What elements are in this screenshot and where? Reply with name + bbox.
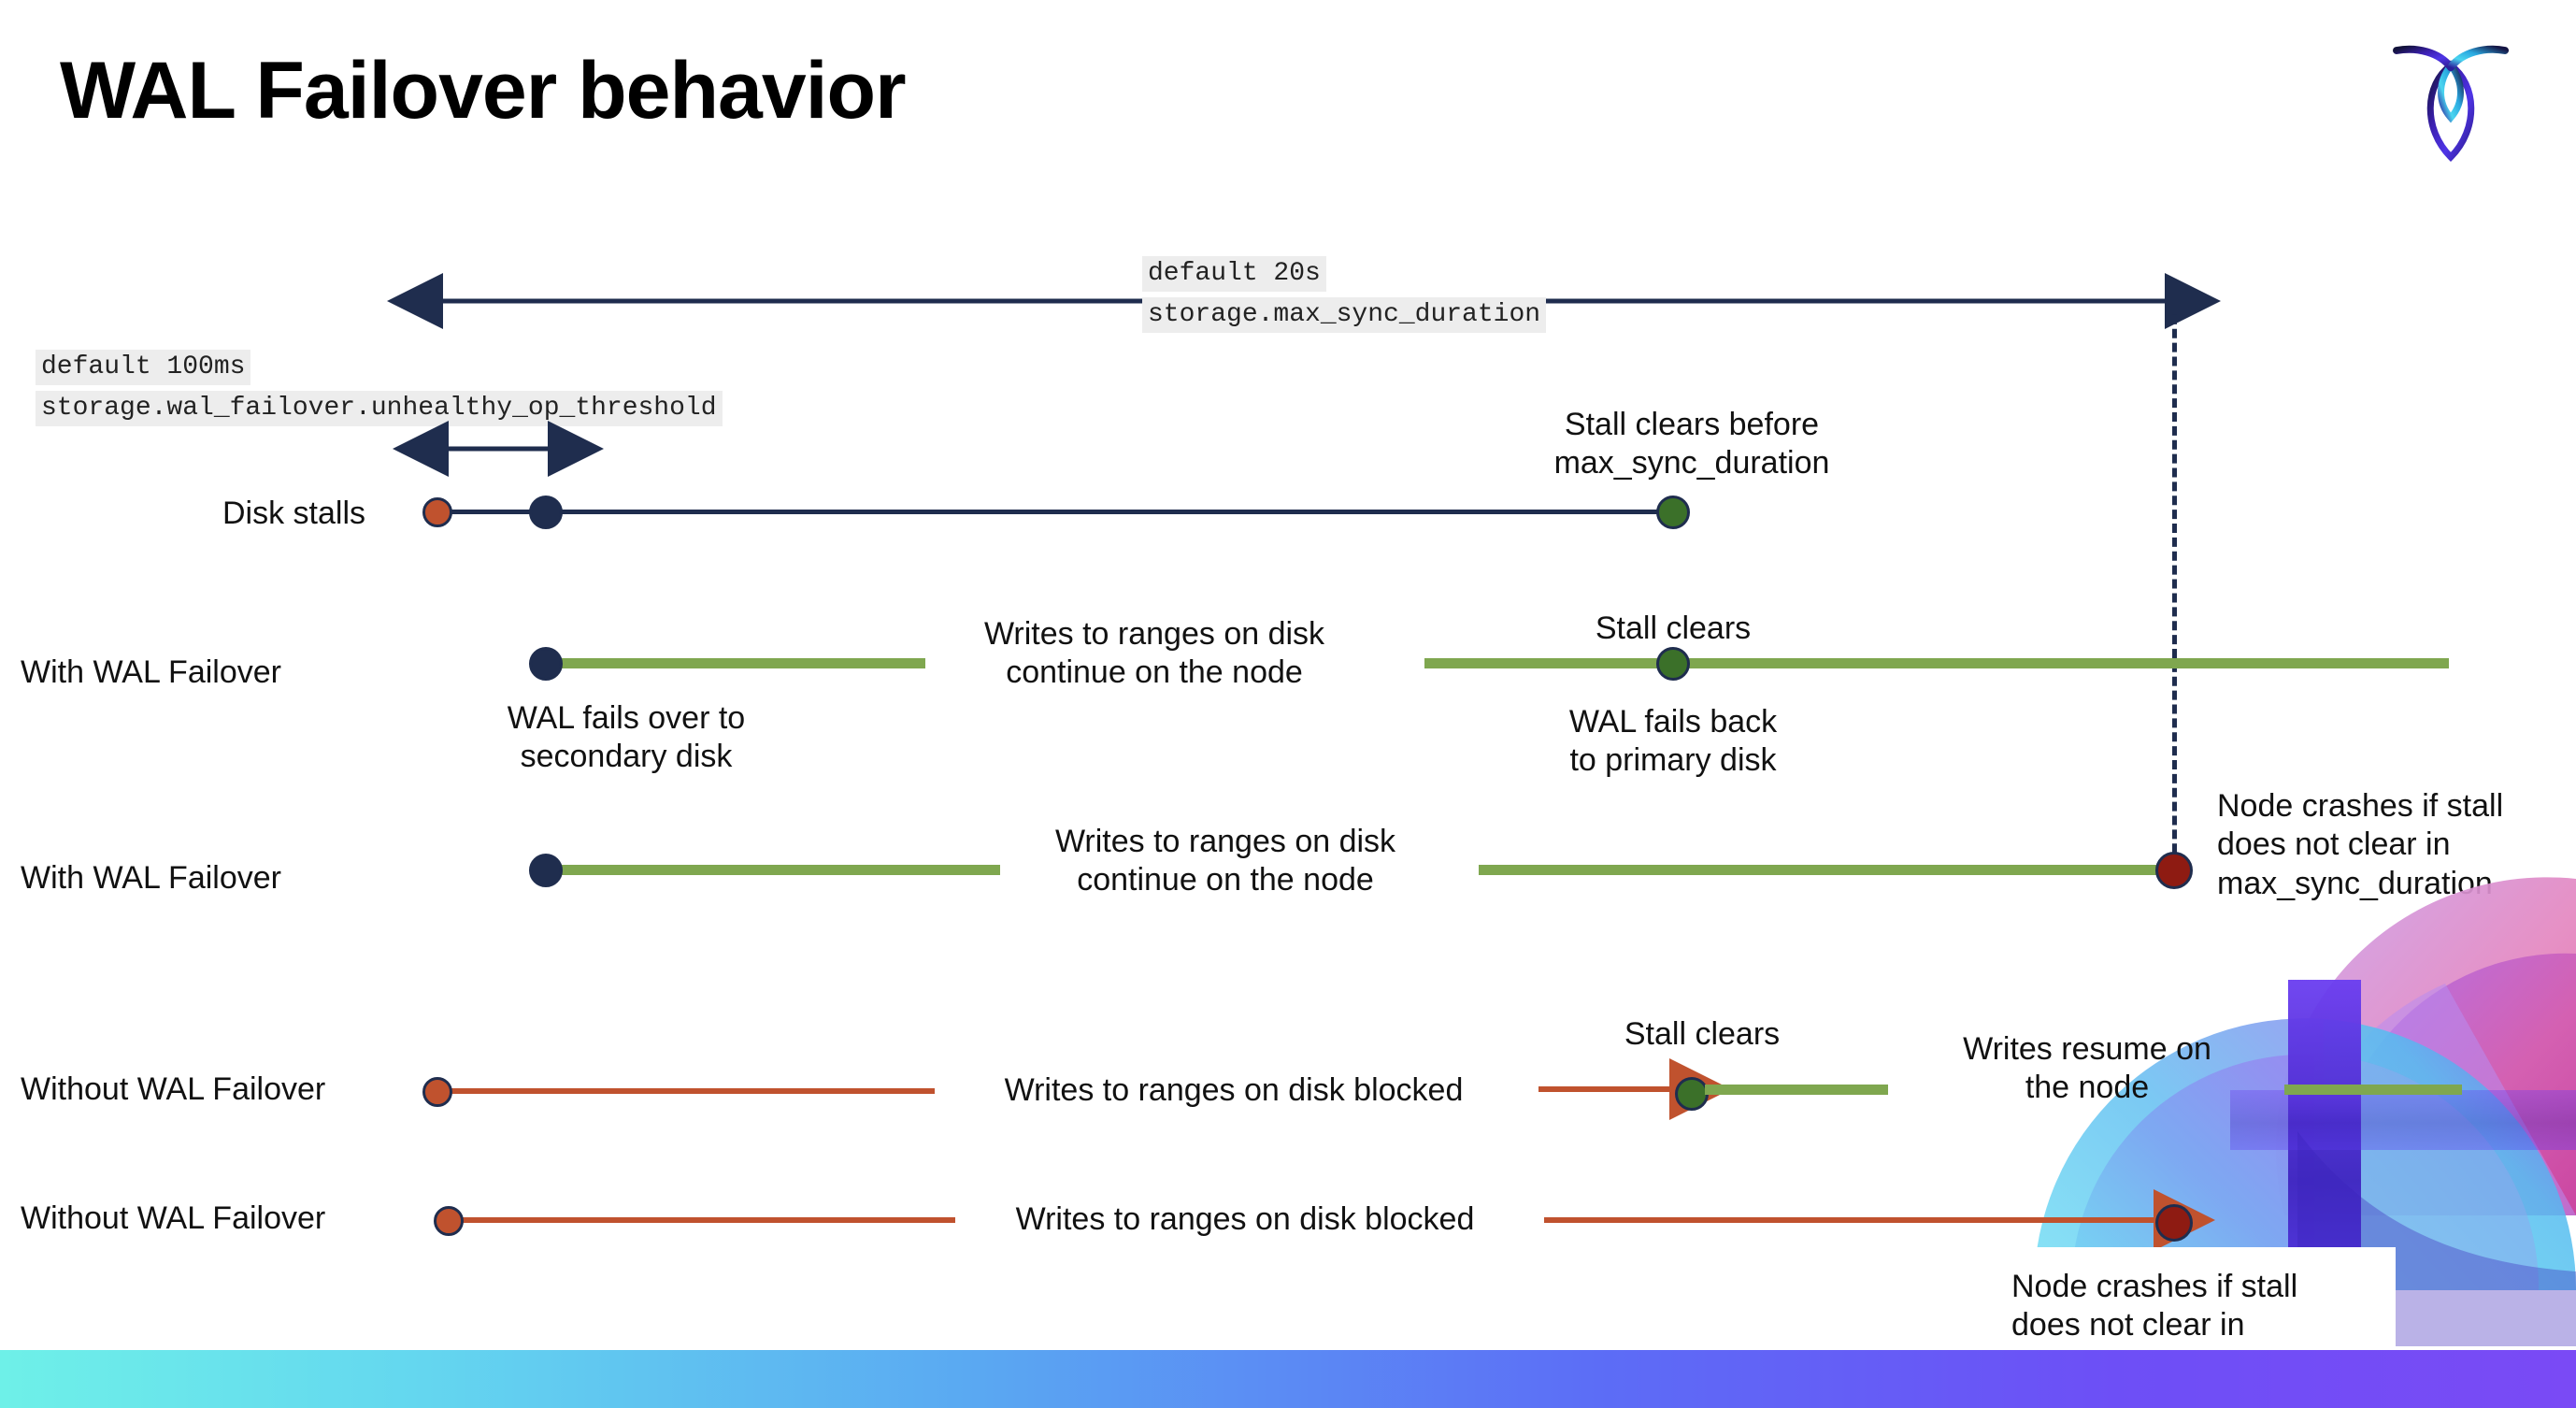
note-stall-clears-a: Stall clears — [1595, 611, 1752, 646]
blocked-arrow-a — [1538, 1058, 1731, 1120]
stall-cleared-marker[interactable] — [1656, 647, 1690, 681]
note-writes-continue-b: Writes to ranges on disk continue on the… — [1006, 823, 1445, 900]
node-crash-marker[interactable] — [2155, 852, 2193, 889]
row-label-without-wal-failover-recovers: Without WAL Failover — [21, 1071, 326, 1107]
unhealthy-op-threshold-span-arrow — [393, 421, 604, 477]
note-line: to primary disk — [1569, 742, 1777, 779]
note-wal-fails-back: WAL fails back to primary disk — [1524, 703, 1823, 781]
note-line: secondary disk — [520, 739, 733, 775]
note-line: Writes to ranges on disk — [1054, 824, 1396, 859]
blocked-line-b — [460, 1217, 955, 1223]
cockroachdb-logo — [2385, 26, 2516, 163]
note-line: max_sync_duration — [1553, 445, 1830, 481]
note-node-crashes-a: Node crashes if stall does not clear in … — [2217, 787, 2572, 903]
page-title: WAL Failover behavior — [60, 46, 907, 136]
node-crash-marker[interactable] — [2155, 1204, 2193, 1242]
note-line: WAL fails over to — [507, 700, 746, 736]
note-writes-blocked-b: Writes to ranges on disk blocked — [1015, 1201, 1475, 1237]
blocked-line-a — [449, 1088, 935, 1094]
stall-start-marker[interactable] — [434, 1206, 464, 1236]
chip-unhealthy-op-setting: storage.wal_failover.unhealthy_op_thresh… — [36, 391, 723, 427]
note-wal-fails-over: WAL fails over to secondary disk — [467, 699, 785, 777]
stall-start-marker[interactable] — [422, 1077, 452, 1107]
chip-unhealthy-op-default: default 100ms — [36, 350, 251, 386]
chip-max-sync-default: default 20s — [1142, 256, 1326, 293]
note-line: Node crashes if stall — [2217, 788, 2504, 824]
wal-failover-line-a — [551, 658, 925, 668]
stall-cleared-marker[interactable] — [1675, 1077, 1709, 1111]
row-label-without-wal-failover-crashes: Without WAL Failover — [21, 1200, 326, 1236]
note-writes-continue-a: Writes to ranges on disk continue on the… — [935, 615, 1374, 693]
row-label-with-wal-failover-recovers: With WAL Failover — [21, 654, 281, 690]
blocked-arrow-b — [1544, 1189, 2215, 1251]
note-line: WAL fails back — [1568, 704, 1778, 740]
note-line: does not clear in — [2011, 1307, 2245, 1343]
max-sync-duration-guide — [2172, 301, 2177, 881]
writes-resume-line-b — [2284, 1085, 2462, 1095]
note-stall-clears-b: Stall clears — [1624, 1016, 1781, 1052]
row-label-with-wal-failover-crashes: With WAL Failover — [21, 860, 281, 896]
note-stall-clears-before: Stall clears before max_sync_duration — [1524, 406, 1860, 483]
note-line: continue on the node — [1077, 862, 1374, 898]
note-line: Node crashes if stall — [2011, 1269, 2298, 1304]
note-line: max_sync_duration — [2217, 865, 2493, 901]
disk-stall-line — [437, 510, 1671, 514]
failover-marker[interactable] — [529, 647, 563, 681]
row-label-disk-stalls: Disk stalls — [222, 496, 366, 531]
note-line: Stall clears before — [1564, 407, 1820, 442]
note-line: Writes resume on — [1963, 1031, 2211, 1067]
wal-failover-crash-line-a — [551, 865, 1000, 875]
bottom-gradient-bar — [0, 1350, 2576, 1408]
chip-max-sync-setting: storage.max_sync_duration — [1142, 297, 1547, 334]
note-writes-resume: Writes resume on the node — [1933, 1030, 2241, 1108]
failover-marker[interactable] — [529, 496, 563, 529]
note-line: does not clear in — [2217, 826, 2451, 863]
note-writes-blocked-a: Writes to ranges on disk blocked — [1004, 1072, 1464, 1108]
note-line: the node — [2025, 1070, 2150, 1106]
wal-failover-line-b — [1424, 658, 2449, 668]
wal-failover-crash-line-b — [1479, 865, 2172, 875]
stall-cleared-marker[interactable] — [1656, 496, 1690, 529]
stall-start-marker[interactable] — [422, 497, 452, 527]
note-line: Writes to ranges on disk — [983, 616, 1325, 652]
writes-resume-line-a — [1705, 1085, 1888, 1095]
note-line: continue on the node — [1006, 654, 1303, 691]
failover-marker[interactable] — [529, 854, 563, 887]
